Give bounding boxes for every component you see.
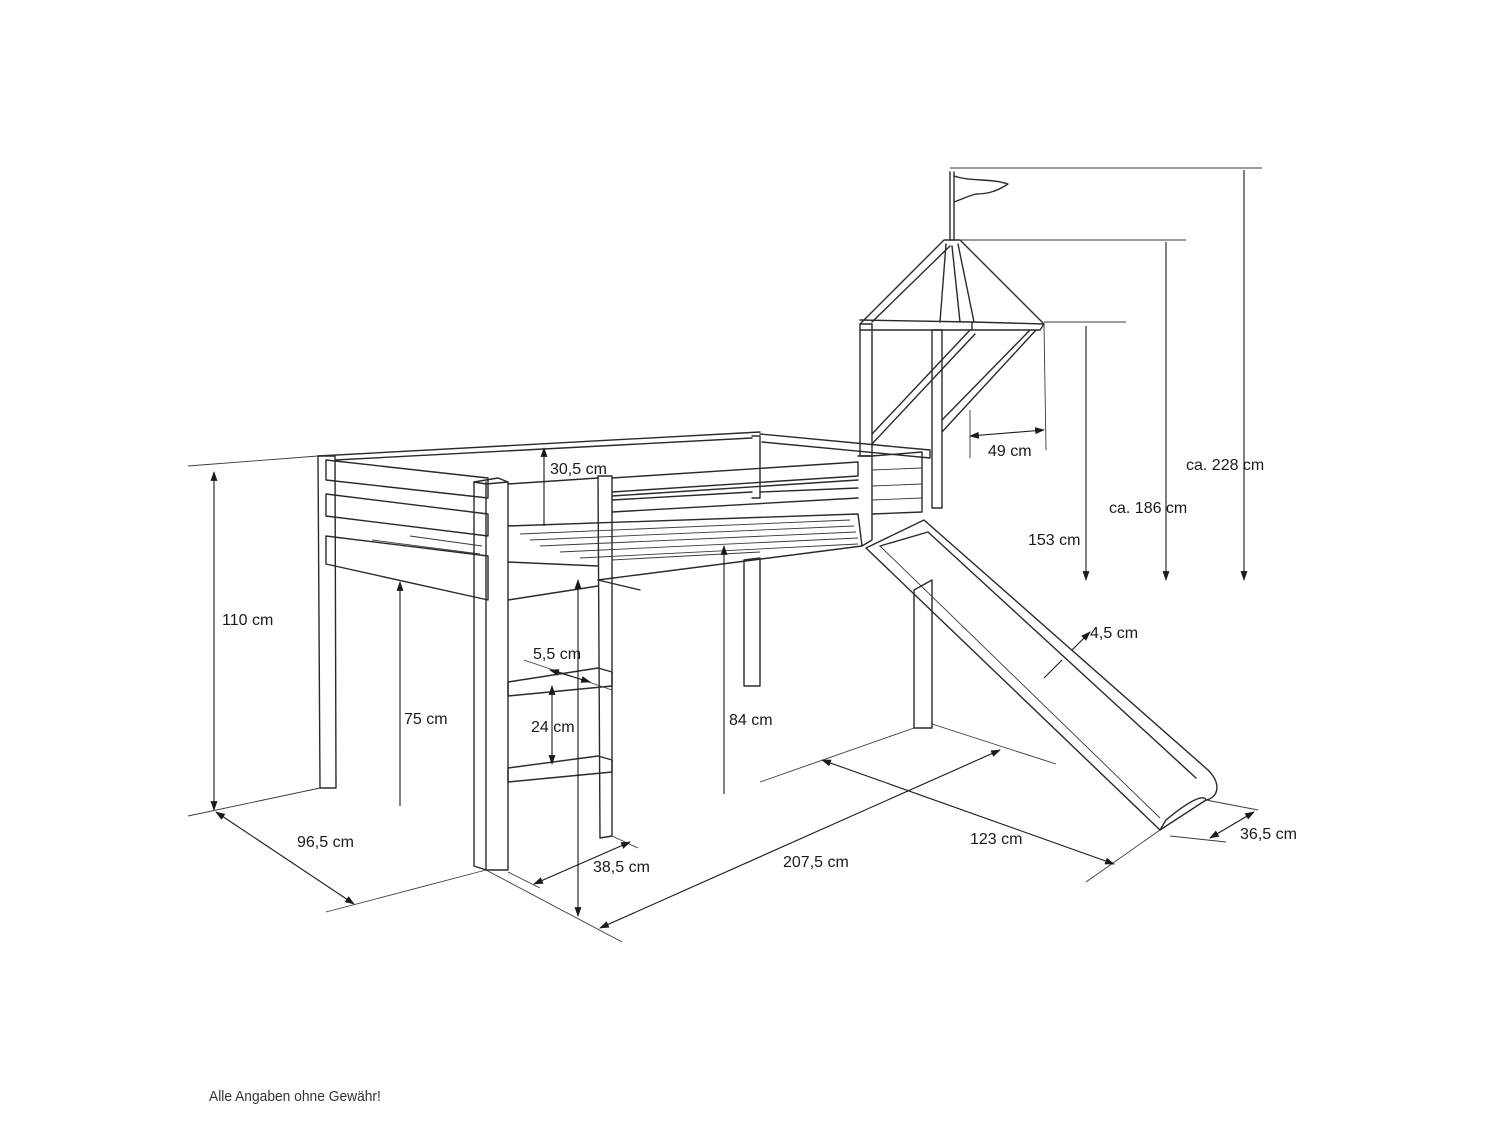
slide (865, 519, 1218, 831)
label-roof-edge-height: 153 cm (1028, 532, 1080, 549)
tower-platform (857, 451, 923, 547)
front-rails (507, 435, 859, 513)
flag (949, 171, 1009, 241)
label-underbed-height: 75 cm (404, 711, 448, 728)
left-end-rails (325, 459, 489, 601)
dim-49-arrow (969, 427, 1045, 439)
dimension-lines (187, 167, 1262, 943)
label-rung-thickness: 5,5 cm (533, 646, 581, 663)
middle-leg (743, 557, 761, 687)
label-rail-height: 30,5 cm (550, 461, 607, 478)
front-left-post (473, 477, 509, 871)
label-rung-spacing: 24 cm (531, 719, 575, 736)
label-total-height: 110 cm (222, 612, 273, 629)
label-flag-height: ca. 228 cm (1186, 457, 1264, 474)
label-slide-length: 123 cm (970, 831, 1022, 848)
label-slide-width: 36,5 cm (1240, 826, 1297, 843)
dim-5-5-arrow (549, 669, 591, 683)
dim-123-arrow (821, 759, 1115, 865)
label-length: 207,5 cm (783, 854, 849, 871)
dim-207-5-arrow (599, 749, 1001, 929)
dim-96-5-arrow (215, 811, 355, 905)
dimension-labels: 110 cm 96,5 cm 75 cm 30,5 cm 5,5 cm 24 c… (222, 443, 1297, 876)
label-inner-height: 84 cm (729, 712, 773, 729)
right-leg (913, 579, 933, 729)
back-left-post (317, 455, 337, 789)
label-depth: 96,5 cm (297, 834, 354, 851)
bed-frame (317, 171, 1218, 871)
label-ladder-width: 38,5 cm (593, 859, 650, 876)
label-slide-thickness: 4,5 cm (1090, 625, 1138, 642)
label-tower-width: 49 cm (988, 443, 1032, 460)
dim-4-5-arrow (1043, 632, 1090, 679)
tower (859, 239, 1045, 509)
slatted-frame (507, 513, 863, 601)
label-roof-peak-height: ca. 186 cm (1109, 500, 1187, 517)
dim-36-5-arrow (1209, 811, 1255, 839)
disclaimer-text: Alle Angaben ohne Gewähr! (209, 1088, 381, 1105)
